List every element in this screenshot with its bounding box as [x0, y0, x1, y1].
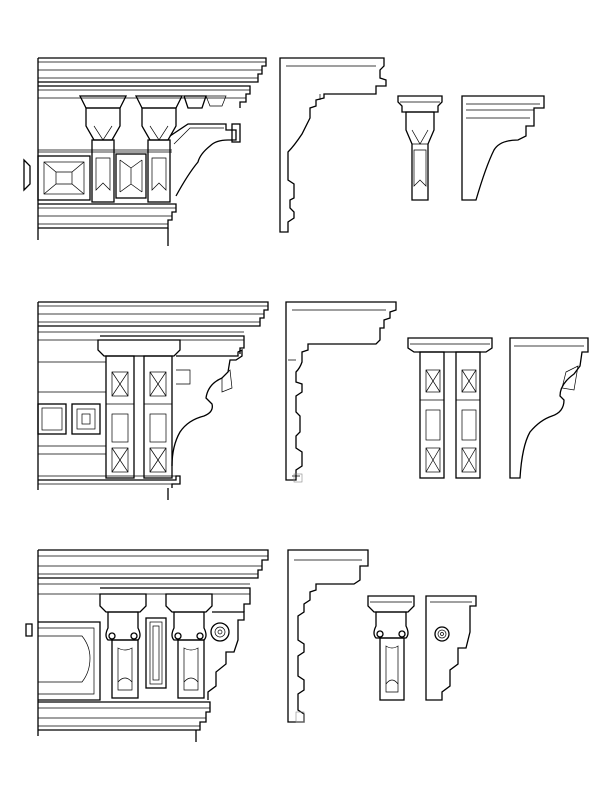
- row1-elevation: [23, 57, 267, 246]
- cornice-row-1: [23, 57, 545, 246]
- row1-bracket-side: [461, 95, 545, 201]
- row1-bracket-front: [397, 95, 443, 201]
- cornice-row-3: [25, 549, 477, 742]
- row2-elevation: [37, 301, 269, 500]
- row3-bracket-front: [367, 595, 415, 701]
- row2-bracket-front: [407, 337, 493, 479]
- row3-frieze-panels: [38, 617, 167, 701]
- row2-bracket-side: [509, 337, 589, 479]
- cornice-row-2: [37, 301, 589, 500]
- row2-frieze-panels: [37, 403, 101, 435]
- row3-medallion: [207, 611, 245, 700]
- row3-elevation: [25, 549, 269, 742]
- row3-bracket-side: [425, 595, 477, 701]
- row1-brackets: [85, 107, 177, 203]
- row3-profile: [287, 549, 369, 723]
- row2-brackets: [97, 339, 181, 479]
- row1-profile: [279, 57, 387, 233]
- row2-profile: [285, 301, 397, 483]
- row3-brackets: [99, 593, 213, 699]
